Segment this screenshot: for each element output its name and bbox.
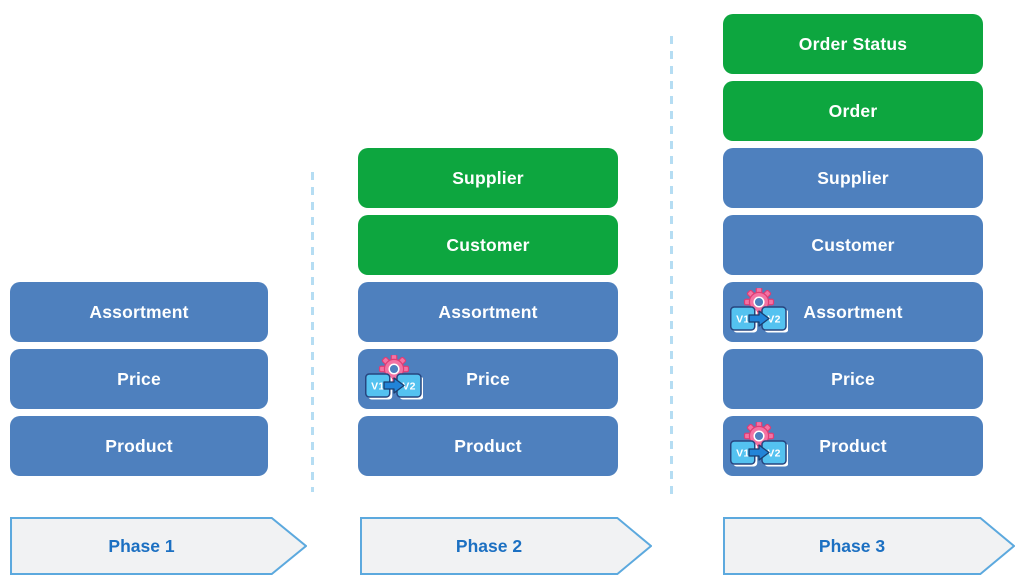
box-label: Price bbox=[466, 368, 510, 389]
box-phase1-product: Product bbox=[10, 416, 268, 476]
phase-separator-line-1 bbox=[311, 172, 314, 492]
box-label: Product bbox=[105, 435, 173, 456]
v2-label: V2 bbox=[767, 314, 780, 326]
v1-label: V1 bbox=[736, 448, 749, 460]
box-phase1-price: Price bbox=[10, 349, 268, 409]
arrow-right-icon bbox=[383, 377, 405, 394]
phase-label: Phase 3 bbox=[818, 535, 886, 556]
box-label: Assortment bbox=[803, 301, 903, 322]
migration-icon: V1 V2 bbox=[365, 355, 423, 400]
phase-label: Phase 1 bbox=[108, 535, 175, 556]
chevron-shape bbox=[10, 517, 307, 575]
chevron-shape bbox=[360, 517, 652, 575]
migration-icon: V1 V2 bbox=[730, 288, 788, 333]
box-label: Order Status bbox=[798, 33, 908, 54]
box-phase3-order-status: Order Status bbox=[723, 14, 983, 74]
box-label: Supplier bbox=[817, 167, 889, 188]
v2-label: V2 bbox=[402, 381, 415, 393]
box-phase3-order: Order bbox=[723, 81, 983, 141]
box-phase3-supplier: Supplier bbox=[723, 148, 983, 208]
phase-separator-line-2 bbox=[670, 36, 673, 494]
arrow-right-icon bbox=[748, 310, 770, 327]
box-phase2-assortment: Assortment bbox=[358, 282, 618, 342]
box-phase3-customer: Customer bbox=[723, 215, 983, 275]
box-label: Price bbox=[831, 368, 875, 389]
v2-label: V2 bbox=[767, 448, 780, 460]
box-phase2-product: Product bbox=[358, 416, 618, 476]
chevron-shape bbox=[723, 517, 1015, 575]
box-label: Customer bbox=[446, 234, 530, 255]
box-label: Assortment bbox=[438, 301, 538, 322]
migration-icon: V1 V2 bbox=[730, 422, 788, 467]
box-phase2-supplier: Supplier bbox=[358, 148, 618, 208]
box-phase2-customer: Customer bbox=[358, 215, 618, 275]
box-phase3-product: V1 V2 Product bbox=[723, 416, 983, 476]
phase-label: Phase 2 bbox=[455, 535, 523, 556]
v1-label: V1 bbox=[736, 314, 749, 326]
phase-1-chevron: Phase 1 bbox=[10, 517, 307, 575]
box-phase3-price: Price bbox=[723, 349, 983, 409]
v1-label: V1 bbox=[371, 381, 384, 393]
arrow-right-icon bbox=[748, 444, 770, 461]
box-phase2-price: V1 V2 Price bbox=[358, 349, 618, 409]
box-label: Price bbox=[117, 368, 161, 389]
phase-2-chevron: Phase 2 bbox=[360, 517, 652, 575]
box-label: Supplier bbox=[452, 167, 524, 188]
box-label: Order bbox=[828, 100, 878, 121]
box-phase3-assortment: V1 V2 Assortment bbox=[723, 282, 983, 342]
box-label: Product bbox=[819, 435, 887, 456]
phase-3-chevron: Phase 3 bbox=[723, 517, 1015, 575]
box-phase1-assortment: Assortment bbox=[10, 282, 268, 342]
box-label: Product bbox=[454, 435, 522, 456]
box-label: Customer bbox=[811, 234, 895, 255]
box-label: Assortment bbox=[89, 301, 189, 322]
